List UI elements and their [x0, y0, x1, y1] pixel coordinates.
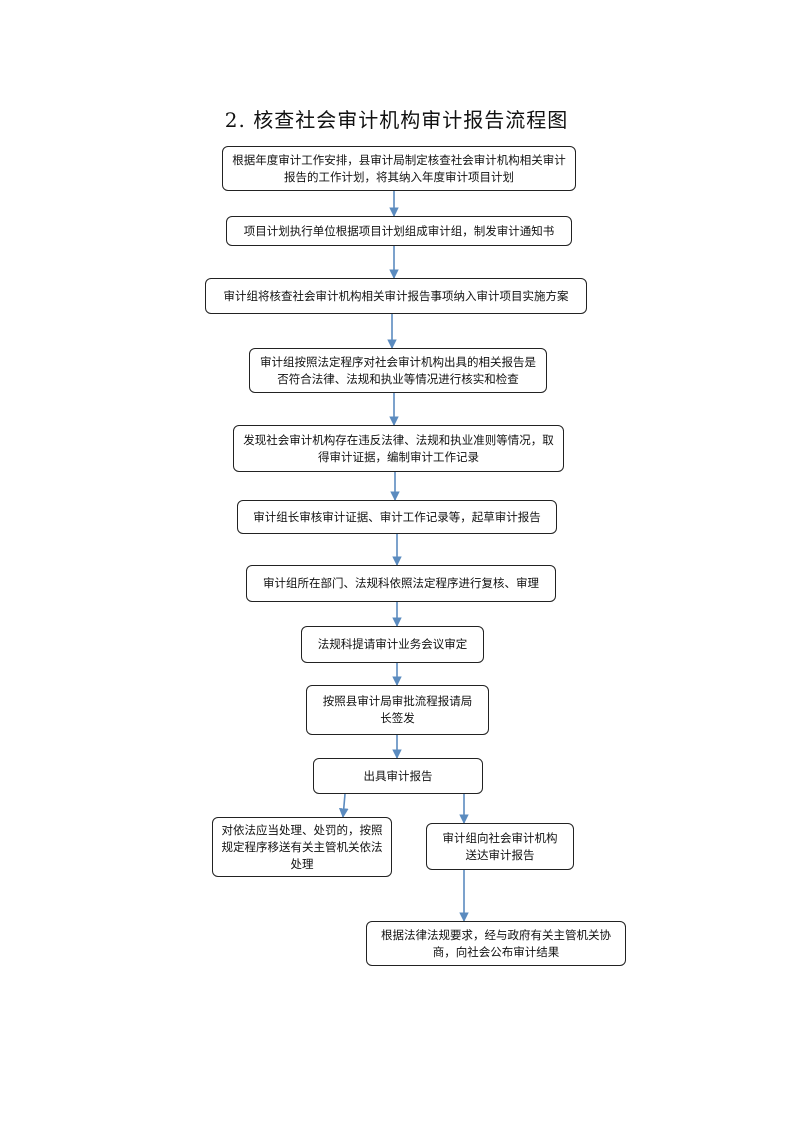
step-draft-report-text: 审计组长审核审计证据、审计工作记录等，起草审计报告 — [253, 509, 541, 524]
step-record-evidence: 发现社会审计机构存在违反法律、法规和执业准则等情况，取得审计证据，编制审计工作记… — [233, 425, 564, 472]
page-title: 2. 核查社会审计机构审计报告流程图 — [224, 108, 569, 132]
step-implementation-plan-text: 审计组将核查社会审计机构相关审计报告事项纳入审计项目实施方案 — [223, 288, 569, 303]
step-deliver-report-text: 审计组向社会审计机构送达审计报告 — [442, 830, 558, 862]
step-form-audit-team-text: 项目计划执行单位根据项目计划组成审计组，制发审计通知书 — [243, 223, 555, 238]
step-transfer-authority-text: 对依法应当处理、处罚的，按照规定程序移送有关主管机关依法处理 — [221, 822, 383, 871]
step-verify-check-text: 审计组按照法定程序对社会审计机构出具的相关报告是否符合法律、法规和执业等情况进行… — [260, 354, 536, 386]
step-director-sign-text: 按照县审计局审批流程报请局长签发 — [322, 694, 473, 725]
step-publish-results-text: 根据法律法规要求，经与政府有关主管机关协商，向社会公布审计结果 — [381, 927, 611, 959]
step-annual-plan-text: 根据年度审计工作安排，县审计局制定核查社会审计机构相关审计报告的工作计划，将其纳… — [232, 152, 566, 184]
step-business-meeting-text: 法规科提请审计业务会议审定 — [317, 637, 468, 651]
step-implementation-plan: 审计组将核查社会审计机构相关审计报告事项纳入审计项目实施方案 — [205, 278, 587, 314]
step-review: 审计组所在部门、法规科依照法定程序进行复核、审理 — [246, 565, 556, 602]
step-deliver-report: 审计组向社会审计机构送达审计报告 — [426, 823, 574, 870]
step-review-text: 审计组所在部门、法规科依照法定程序进行复核、审理 — [263, 576, 539, 590]
step-issue-report: 出具审计报告 — [313, 758, 483, 794]
step-publish-results: 根据法律法规要求，经与政府有关主管机关协商，向社会公布审计结果 — [366, 921, 626, 966]
step-issue-report-text: 出具审计报告 — [363, 768, 433, 783]
step-business-meeting: 法规科提请审计业务会议审定 — [301, 626, 484, 663]
step-annual-plan: 根据年度审计工作安排，县审计局制定核查社会审计机构相关审计报告的工作计划，将其纳… — [222, 146, 576, 191]
step-draft-report: 审计组长审核审计证据、审计工作记录等，起草审计报告 — [237, 500, 557, 534]
step-form-audit-team: 项目计划执行单位根据项目计划组成审计组，制发审计通知书 — [226, 216, 572, 246]
step-verify-check: 审计组按照法定程序对社会审计机构出具的相关报告是否符合法律、法规和执业等情况进行… — [249, 348, 547, 393]
step-director-sign: 按照县审计局审批流程报请局长签发 — [306, 685, 489, 735]
step-record-evidence-text: 发现社会审计机构存在违反法律、法规和执业准则等情况，取得审计证据，编制审计工作记… — [243, 432, 554, 464]
step-transfer-authority: 对依法应当处理、处罚的，按照规定程序移送有关主管机关依法处理 — [212, 817, 392, 877]
arrow-10-11 — [338, 793, 349, 818]
